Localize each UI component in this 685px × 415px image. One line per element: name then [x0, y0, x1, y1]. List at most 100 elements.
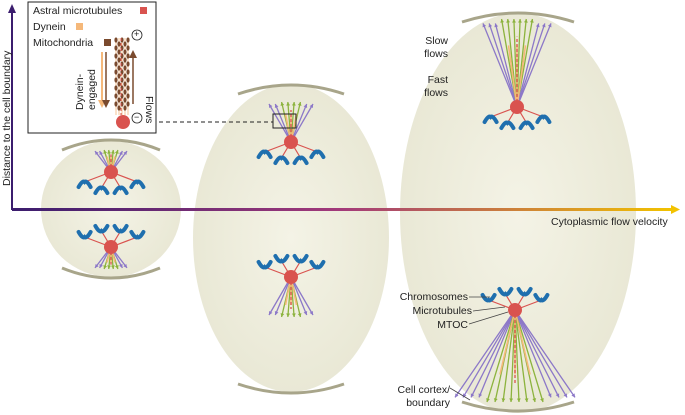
legend-microtubule-strand	[114, 37, 130, 115]
mtoc	[510, 100, 524, 114]
dynein-engaged-label-1: Dynein-	[74, 73, 86, 110]
chromosome	[482, 114, 499, 124]
chromosome	[93, 185, 110, 195]
cell-small-cortex-top	[61, 138, 161, 152]
chromosome	[309, 149, 326, 159]
flow-arrowhead	[269, 311, 273, 315]
legend-mito-dot	[126, 101, 130, 107]
flow-ray	[290, 103, 314, 143]
flow-ray	[516, 23, 540, 108]
legend-mtoc	[116, 115, 130, 129]
flow-arrowhead	[555, 393, 560, 398]
cell-medium-cortex-bottom	[237, 382, 345, 395]
legend-mito-dot	[117, 105, 121, 111]
flow-arrowhead	[123, 263, 127, 268]
cell-large-cortex-top	[461, 11, 575, 24]
flow-arrowhead	[309, 104, 313, 108]
legend-mito-dot	[123, 81, 127, 87]
cortex-label-line2: boundary	[406, 397, 450, 409]
flow-arrowhead	[119, 263, 123, 268]
legend-mito-dot	[126, 53, 130, 59]
flow-arrowhead	[303, 311, 308, 315]
chromosome	[273, 254, 290, 264]
flow-arrowhead	[523, 19, 528, 23]
chromosome	[256, 260, 273, 270]
cells-layer	[41, 11, 636, 413]
legend-mito-dot	[126, 93, 130, 99]
aster-small-top	[76, 149, 146, 195]
y-axis-label: Distance to the cell boundary	[1, 50, 13, 186]
flow-arrowhead	[111, 150, 115, 154]
dynein-engaged-arrowhead-2	[102, 100, 110, 108]
dynein-ray	[514, 309, 531, 375]
plus-end-marker	[131, 29, 143, 41]
legend-mito-dot	[117, 65, 121, 71]
legend-mito-dot	[114, 61, 118, 67]
y-axis-arrowhead	[8, 4, 16, 13]
flow-arrowhead	[501, 398, 506, 402]
flow-arrowhead	[274, 104, 279, 108]
chromosome	[497, 287, 514, 297]
flow-arrowhead	[291, 102, 296, 106]
flow-ray	[462, 309, 516, 398]
legend-mito-dot	[117, 41, 121, 47]
x-axis-arrowhead	[671, 205, 680, 214]
plus-sign: +	[134, 29, 140, 39]
cell-large-cortex-bottom	[461, 400, 575, 413]
cell-medium	[193, 84, 389, 392]
flow-arrowhead	[571, 393, 575, 398]
dynein-ray	[516, 45, 527, 108]
axes	[8, 4, 680, 214]
legend-mito-dot	[123, 97, 127, 103]
flow-ray	[514, 309, 552, 398]
legend-mito-dot	[123, 57, 127, 63]
flow-arrowhead	[103, 265, 108, 269]
cortex-leader	[449, 387, 471, 401]
flow-arrowhead	[114, 150, 119, 154]
flow-arrowhead	[286, 102, 291, 106]
flow-arrowhead	[280, 102, 285, 106]
legend-mito-dot	[123, 89, 127, 95]
aster-large-top	[482, 18, 552, 130]
slow-flows-line2: flows	[424, 48, 448, 60]
flow-arrowhead	[309, 311, 313, 315]
legend-astral-label: Astral microtubules	[33, 5, 123, 17]
flow-arrowhead	[518, 19, 522, 23]
chromosome	[309, 260, 326, 270]
asters-layer	[76, 18, 576, 403]
aster-small-bottom	[76, 224, 146, 270]
flow-ray	[516, 23, 546, 108]
flow-ray	[514, 309, 528, 403]
cell-large	[400, 13, 636, 413]
legend-mito-dot	[114, 69, 118, 75]
legend-mito-label: Mitochondria	[33, 37, 94, 49]
legend-mito-dot	[126, 45, 130, 51]
mtoc-label: MTOC	[437, 319, 468, 331]
mito-swatch	[104, 39, 111, 46]
cortex-label-line1: Cell cortex/	[397, 384, 450, 396]
flow-arrowhead	[297, 313, 302, 317]
flow-ray	[488, 23, 518, 108]
chromosome	[516, 287, 533, 297]
x-axis-line	[12, 208, 672, 211]
cell-small-cortex-bottom	[61, 266, 161, 280]
flow-arrowhead	[111, 265, 115, 269]
flow-arrowhead	[280, 313, 285, 317]
flow-arrowhead	[95, 263, 99, 268]
flow-arrowhead	[99, 151, 103, 156]
flow-ray	[470, 309, 516, 398]
mtoc-leader	[468, 311, 509, 325]
legend-mito-dot	[126, 85, 130, 91]
chromosome	[292, 254, 309, 264]
flow-arrowhead	[123, 151, 127, 156]
microtubules-leader	[472, 306, 506, 312]
flow-ray	[454, 309, 516, 398]
flow-arrowhead	[535, 23, 540, 28]
minus-end-marker	[131, 112, 143, 124]
flow-arrowhead	[494, 23, 499, 28]
chromosome	[76, 230, 93, 240]
dynein-ray	[507, 45, 518, 108]
zoom-box	[272, 113, 297, 129]
legend-mito-dot	[117, 57, 121, 63]
